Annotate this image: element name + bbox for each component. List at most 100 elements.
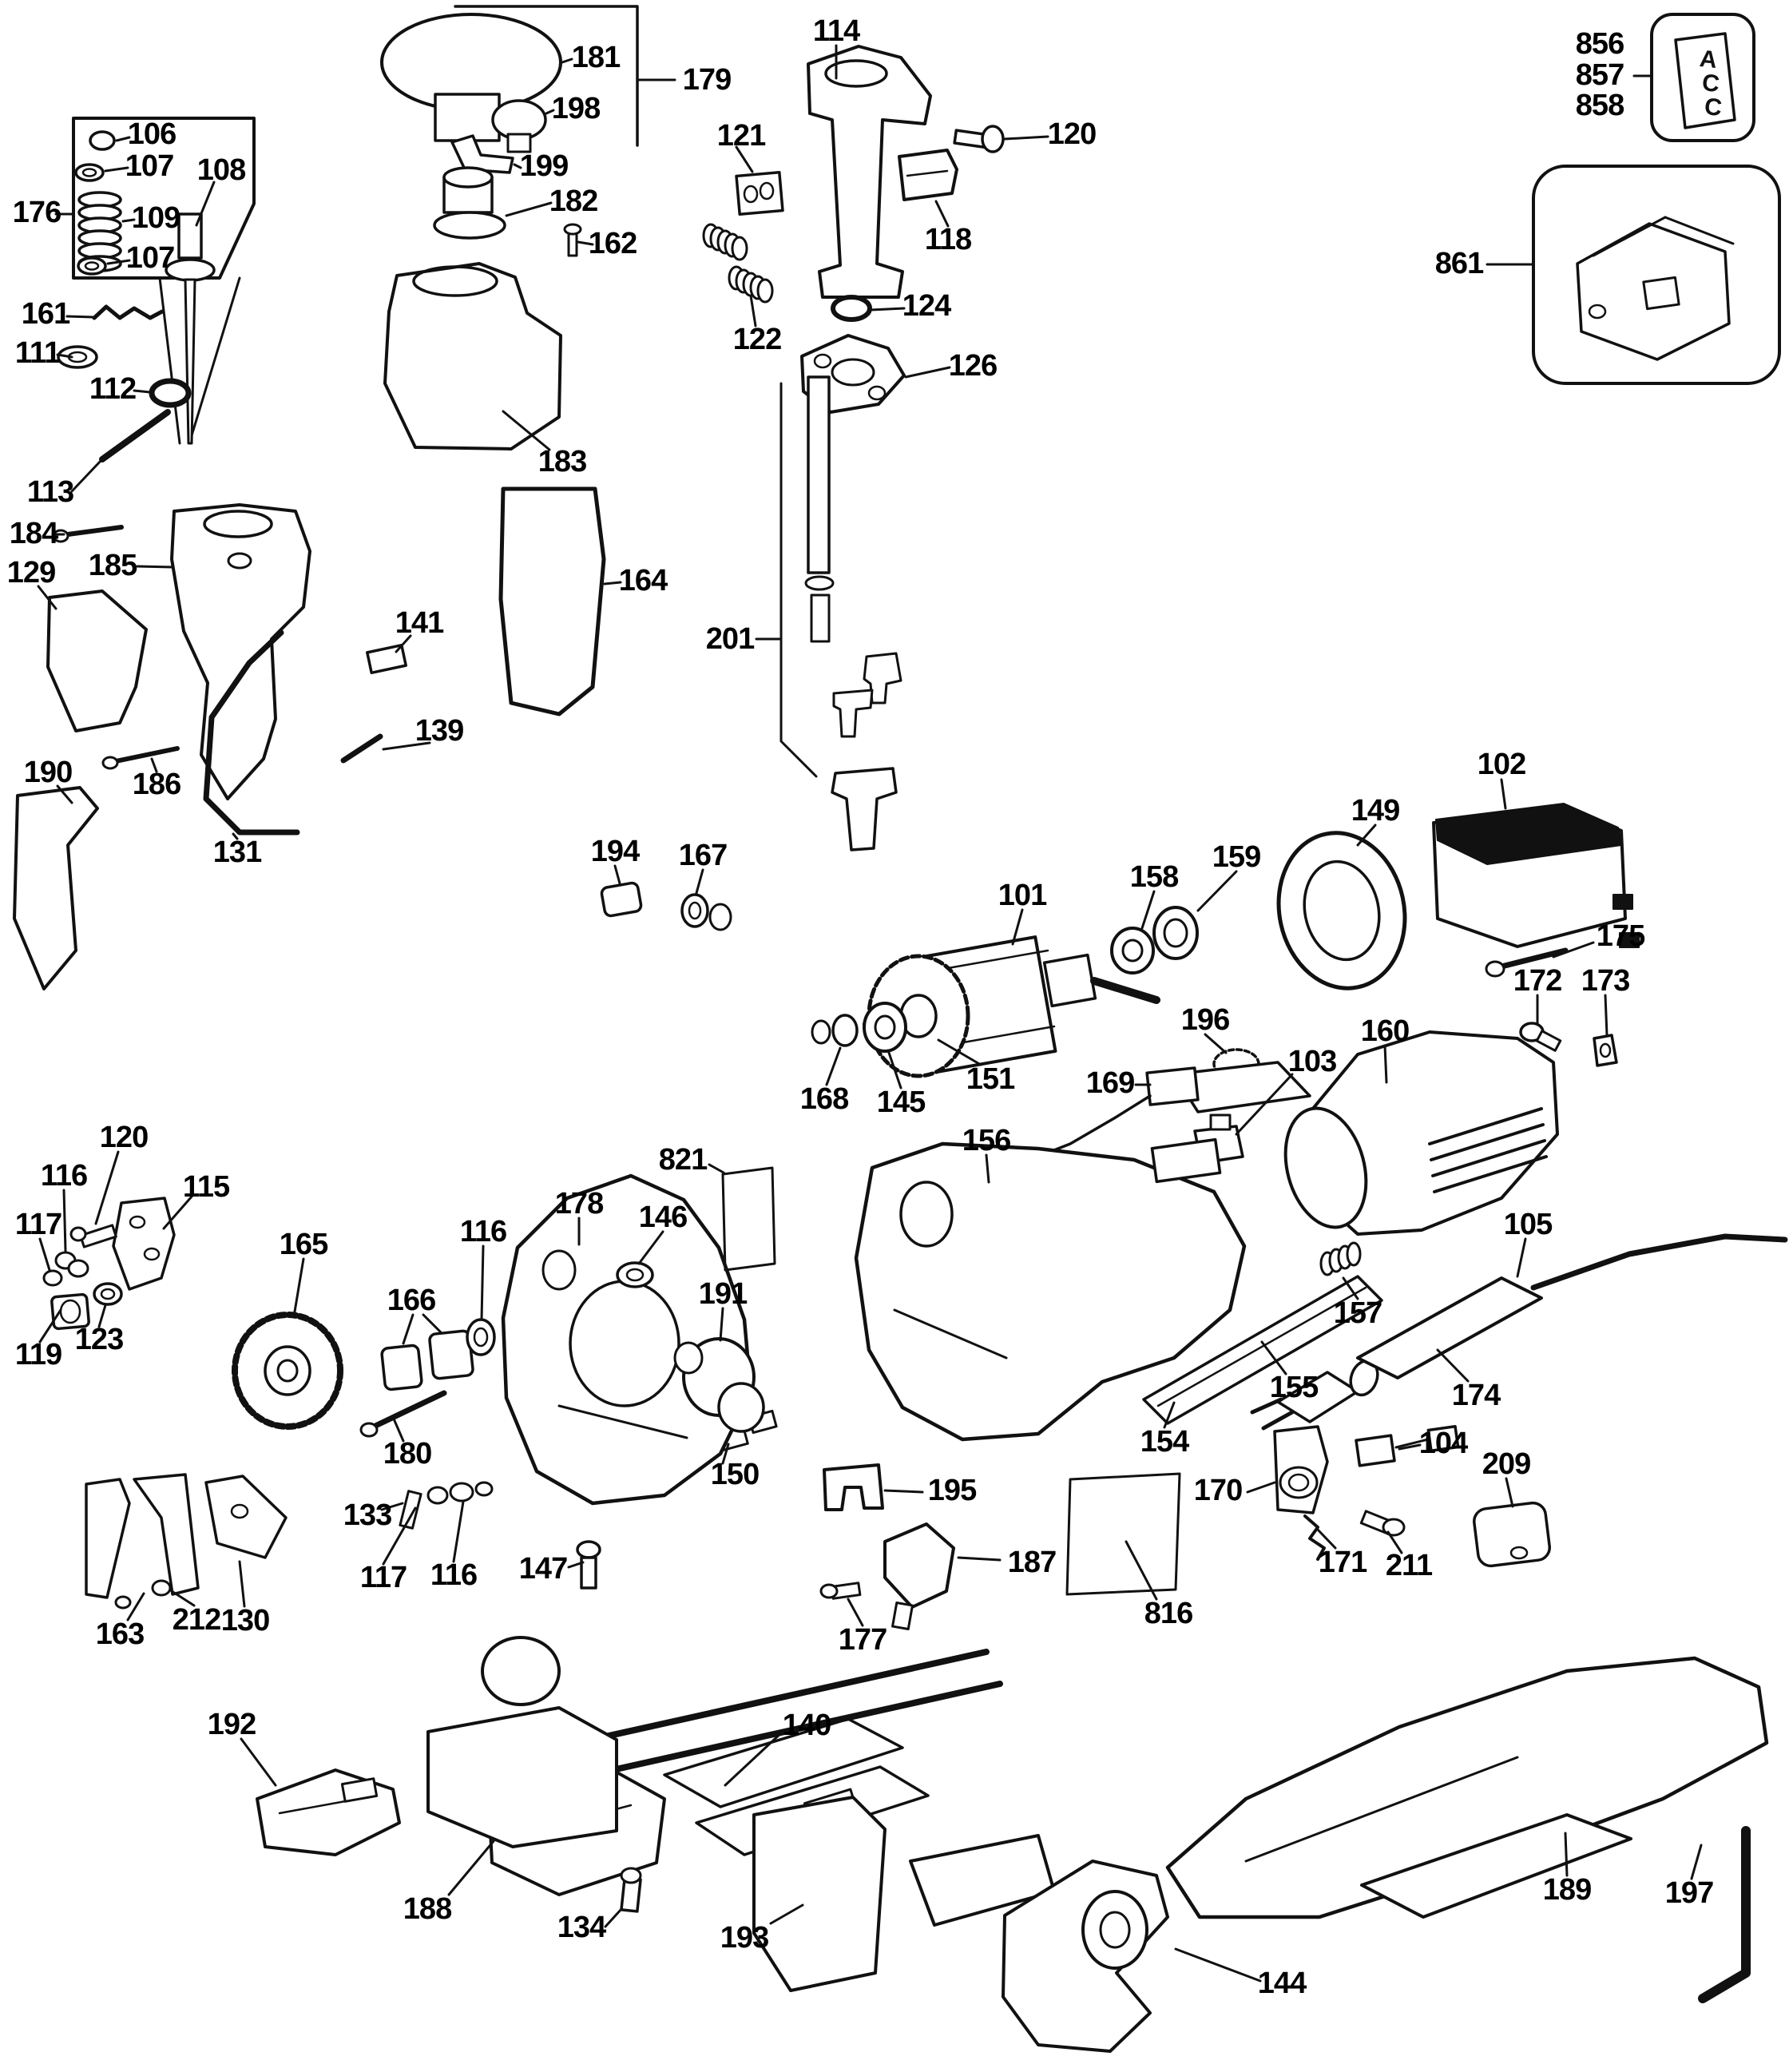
part-drawing xyxy=(113,746,180,764)
part-drawing xyxy=(133,1473,200,1596)
part-number-label: 102 xyxy=(1477,748,1526,781)
part-drawing xyxy=(695,1765,930,1856)
part-drawing xyxy=(158,276,181,445)
part-drawing xyxy=(366,643,407,675)
leader-line xyxy=(904,366,951,379)
leader-line xyxy=(126,1592,145,1621)
part-drawing xyxy=(708,903,732,931)
part-drawing xyxy=(84,261,100,271)
leader-line xyxy=(292,1257,305,1318)
part-drawing xyxy=(85,1478,131,1599)
part-number-label: 188 xyxy=(403,1892,452,1926)
leader-line xyxy=(1140,890,1156,930)
part-drawing xyxy=(13,786,99,990)
part-drawing xyxy=(663,1717,904,1808)
part-drawing xyxy=(101,756,119,770)
part-drawing xyxy=(807,45,932,299)
leader-line xyxy=(1690,1844,1703,1880)
spring-coil xyxy=(756,278,774,304)
part-number-label: 117 xyxy=(14,1208,62,1241)
part-drawing xyxy=(67,1259,89,1278)
part-drawing xyxy=(1042,953,1097,1008)
leader-line xyxy=(402,1313,415,1345)
leader-line xyxy=(1235,1073,1294,1136)
part-drawing xyxy=(454,5,639,147)
part-number-label: 169 xyxy=(1085,1066,1135,1100)
leader-line xyxy=(613,864,621,885)
part-drawing xyxy=(184,278,196,445)
leader-line xyxy=(637,1230,664,1265)
part-drawing xyxy=(129,1215,146,1229)
spring-coil xyxy=(731,236,748,261)
leader-line xyxy=(1500,778,1507,810)
part-drawing xyxy=(143,1247,161,1261)
part-drawing xyxy=(1276,831,1407,990)
part-number-label: 184 xyxy=(9,517,58,550)
part-drawing xyxy=(576,1540,601,1559)
part-number-label: 201 xyxy=(705,622,755,656)
part-number-label: 113 xyxy=(26,475,74,509)
leader-line xyxy=(70,459,102,493)
leader-line xyxy=(847,1598,864,1627)
part-drawing xyxy=(149,378,192,408)
part-number-label: 139 xyxy=(415,714,464,748)
part-number-label: 178 xyxy=(554,1187,604,1221)
leader-line xyxy=(37,585,58,610)
part-drawing xyxy=(100,1288,116,1300)
part-drawing xyxy=(1588,304,1607,320)
part-number-label: 167 xyxy=(678,839,728,872)
part-drawing xyxy=(230,1503,249,1519)
part-drawing xyxy=(1355,1434,1396,1467)
part-number-label: 195 xyxy=(927,1474,977,1507)
part-number-label: 122 xyxy=(732,323,782,356)
part-drawing xyxy=(1433,1155,1548,1193)
leader-line xyxy=(724,1729,786,1787)
leader-line xyxy=(56,353,73,359)
part-drawing xyxy=(474,1481,494,1497)
part-drawing xyxy=(1209,1113,1232,1131)
part-drawing xyxy=(804,575,835,591)
leader-line xyxy=(391,1415,405,1443)
part-drawing xyxy=(580,1556,597,1590)
part-number-label: 194 xyxy=(590,835,640,868)
leader-line xyxy=(447,1840,495,1896)
part-number-label: 106 xyxy=(127,117,177,151)
part-drawing xyxy=(1099,1911,1131,1949)
part-drawing xyxy=(743,185,759,204)
part-number-label: 163 xyxy=(95,1618,145,1651)
part-drawing xyxy=(1150,1137,1222,1184)
part-drawing xyxy=(1156,1286,1367,1407)
part-drawing xyxy=(276,1359,299,1383)
part-number-label: 170 xyxy=(1193,1474,1243,1507)
leader-line xyxy=(1564,1832,1569,1877)
part-number-label: 155 xyxy=(1269,1371,1319,1404)
part-drawing xyxy=(1698,1826,1751,2003)
part-drawing xyxy=(412,265,498,297)
leader-line xyxy=(121,218,136,223)
part-drawing xyxy=(1163,918,1188,948)
part-number-label: 114 xyxy=(812,14,860,48)
leader-line xyxy=(769,1903,804,1925)
part-drawing xyxy=(340,733,383,764)
part-drawing xyxy=(57,345,98,369)
part-drawing xyxy=(99,409,171,462)
leader-line xyxy=(869,307,906,312)
part-drawing xyxy=(1473,1501,1551,1568)
part-drawing xyxy=(1485,960,1505,978)
part-drawing xyxy=(1046,1094,1152,1154)
leader-line xyxy=(708,1163,725,1174)
leader-line xyxy=(94,1150,120,1225)
part-number-label: 212 xyxy=(172,1603,221,1637)
part-drawing xyxy=(359,1422,379,1438)
part-drawing xyxy=(371,1390,447,1430)
part-number-label: 183 xyxy=(537,445,587,478)
part-drawing xyxy=(616,1261,654,1288)
part-drawing xyxy=(1428,1107,1543,1145)
part-drawing xyxy=(600,881,643,918)
part-drawing xyxy=(1090,977,1160,1004)
part-drawing xyxy=(891,1601,914,1631)
part-drawing xyxy=(340,1777,379,1803)
part-drawing xyxy=(79,1224,117,1248)
part-number-label: 146 xyxy=(638,1201,688,1234)
leader-line xyxy=(825,1046,842,1086)
